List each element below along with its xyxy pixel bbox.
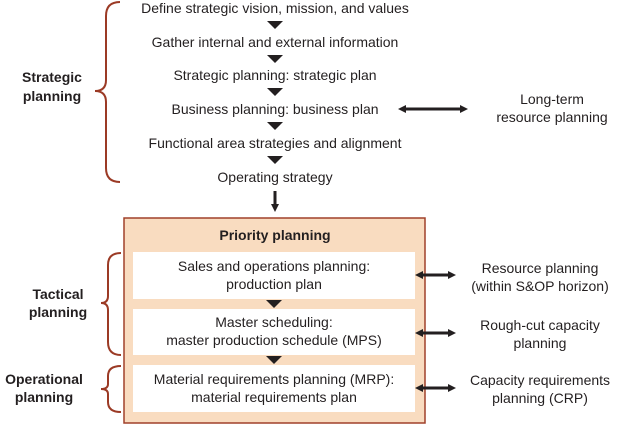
- down-triangle-icon: [266, 356, 282, 364]
- crp-line1: Capacity requirements: [470, 372, 610, 388]
- strategic-brace: [94, 1, 121, 183]
- rough-cut-line2: planning: [514, 335, 567, 351]
- sop-line2: production plan: [226, 276, 322, 292]
- step-gather-information: Gather internal and external information: [152, 34, 399, 50]
- crp-line2: planning (CRP): [492, 390, 588, 406]
- mrp-line1: Material requirements planning (MRP):: [154, 371, 394, 387]
- step-functional-strategies: Functional area strategies and alignment: [149, 135, 402, 151]
- mps-box: [133, 309, 415, 355]
- step-define-vision: Define strategic vision, mission, and va…: [141, 0, 409, 16]
- strategic-label-line2: planning: [23, 88, 81, 104]
- step-operating-strategy: Operating strategy: [217, 169, 332, 185]
- sop-box: [133, 252, 415, 299]
- operational-brace: [100, 365, 122, 413]
- strategic-label-line1: Strategic: [22, 69, 82, 85]
- mps-line1: Master scheduling:: [215, 314, 333, 330]
- mps-line2: master production schedule (MPS): [166, 332, 382, 348]
- step-business-planning: Business planning: business plan: [171, 101, 378, 117]
- mrp-line2: material requirements plan: [191, 389, 357, 405]
- long-term-resource-planning-line2: resource planning: [496, 109, 607, 125]
- tactical-label-line2: planning: [29, 304, 87, 320]
- tactical-brace: [100, 252, 122, 356]
- down-triangle-icon: [267, 88, 283, 96]
- down-triangle-icon: [267, 55, 283, 63]
- rough-cut-line1: Rough-cut capacity: [480, 317, 600, 333]
- down-triangle-icon: [267, 122, 283, 130]
- down-triangle-icon: [267, 156, 283, 164]
- resource-planning-line2: (within S&OP horizon): [471, 278, 608, 294]
- down-triangle-icon: [267, 21, 283, 29]
- long-term-resource-planning-line1: Long-term: [520, 91, 584, 107]
- mrp-box: [133, 365, 415, 412]
- sop-line1: Sales and operations planning:: [178, 258, 370, 274]
- resource-planning-line1: Resource planning: [482, 260, 599, 276]
- operational-label-line1: Operational: [5, 371, 83, 387]
- step-strategic-planning: Strategic planning: strategic plan: [173, 67, 376, 83]
- priority-planning-title: Priority planning: [219, 227, 330, 243]
- operational-label-line2: planning: [15, 389, 73, 405]
- tactical-label-line1: Tactical: [32, 286, 83, 302]
- down-triangle-icon: [266, 300, 282, 308]
